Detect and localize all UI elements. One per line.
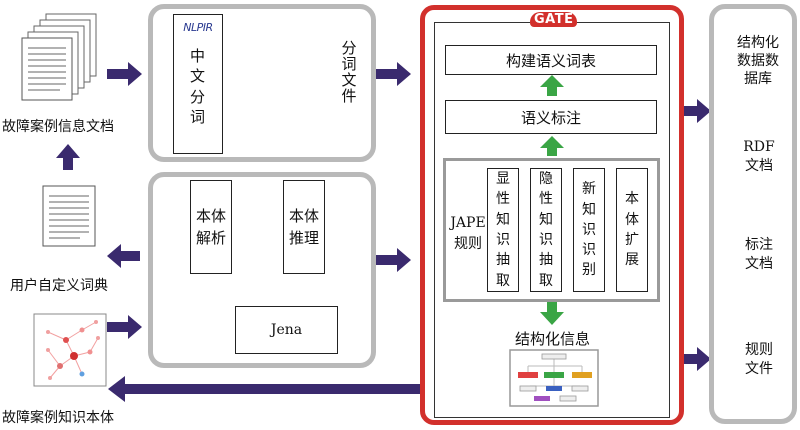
arrow-dict-to-docs <box>56 144 80 170</box>
fault-docs-icon <box>21 13 97 101</box>
build-lexicon-box: 构建语义词表 <box>445 45 657 75</box>
structured-info-chart-icon <box>509 349 599 407</box>
jape-item-explicit: 显性知识抽取 <box>487 168 519 292</box>
rdf-text: RDF文档 <box>743 139 775 174</box>
ontology-reason-box: 本体推理 <box>283 180 325 274</box>
jape-item-ontology-ext: 本体扩展 <box>616 168 648 292</box>
ontology-parse-box: 本体解析 <box>190 180 232 274</box>
jape-item-implicit: 隐性知识抽取 <box>530 168 562 292</box>
jape-item-explicit-label: 显性知识抽取 <box>496 171 510 289</box>
nlpir-logo: NLPIR <box>183 21 213 34</box>
arrow-gate-to-ontology <box>108 376 420 402</box>
arrow-jape-to-structured <box>540 302 564 325</box>
jape-item-implicit-label: 隐性知识抽取 <box>539 171 553 289</box>
purple-arrows <box>56 62 711 402</box>
semantic-annotation-box: 语义标注 <box>445 100 657 134</box>
annotation-text: 标注文档 <box>745 237 773 272</box>
user-dict-icon <box>42 185 96 247</box>
arrow-gate-to-rules <box>680 347 711 371</box>
seg-file-label: 分词文件 <box>339 40 358 104</box>
ontology-reason-label: 本体推理 <box>289 206 320 248</box>
database-text: 结构化数据数据库 <box>737 35 779 88</box>
arrow-jape-to-annot <box>540 136 564 156</box>
ontology-parse-label: 本体解析 <box>196 206 227 248</box>
gate-logo: GATE <box>530 12 578 27</box>
gate-outer-border <box>420 5 684 425</box>
fault-docs-label: 故障案例信息文档 <box>2 119 114 135</box>
jena-label: Jena <box>270 322 303 338</box>
structured-info-label: 结构化信息 <box>515 330 591 348</box>
ontology-label: 故障案例知识本体 <box>2 410 114 426</box>
user-dict-label: 用户自定义词典 <box>10 278 108 294</box>
arrow-seg-to-gate <box>373 62 411 86</box>
rules-label: 规则文件 <box>731 341 787 379</box>
rdf-label: RDF文档 <box>731 138 787 176</box>
jena-box: Jena <box>235 306 338 354</box>
arrow-tools-to-gate <box>373 248 411 272</box>
database-label: 结构化数据数据库 <box>730 34 786 89</box>
arrow-annot-to-lexicon <box>540 75 564 96</box>
jape-item-ontology-ext-label: 本体扩展 <box>625 191 639 269</box>
output-panel <box>709 4 797 424</box>
chinese-seg-label: 中文分词 <box>189 47 206 126</box>
arrow-gate-to-db <box>680 99 711 123</box>
jape-rules-text: JAPE规则 <box>450 215 486 252</box>
annotation-label: 标注文档 <box>731 236 787 274</box>
ontology-tools-panel <box>148 172 376 368</box>
jape-item-new-knowledge: 新知识识别 <box>573 168 605 292</box>
arrow-tools-to-dict <box>107 244 140 268</box>
ontology-graph-icon <box>33 313 107 387</box>
chinese-seg-box: NLPIR 中文分词 <box>173 14 223 154</box>
build-lexicon-label: 构建语义词表 <box>505 51 596 70</box>
arrow-onto-to-tools <box>107 315 142 339</box>
arrow-docs-to-seg <box>107 62 142 86</box>
jape-rules-label: JAPE规则 <box>449 213 485 255</box>
jape-item-new-knowledge-label: 新知识识别 <box>582 181 596 279</box>
rules-text: 规则文件 <box>745 342 773 377</box>
semantic-annotation-label: 语义标注 <box>520 108 581 127</box>
